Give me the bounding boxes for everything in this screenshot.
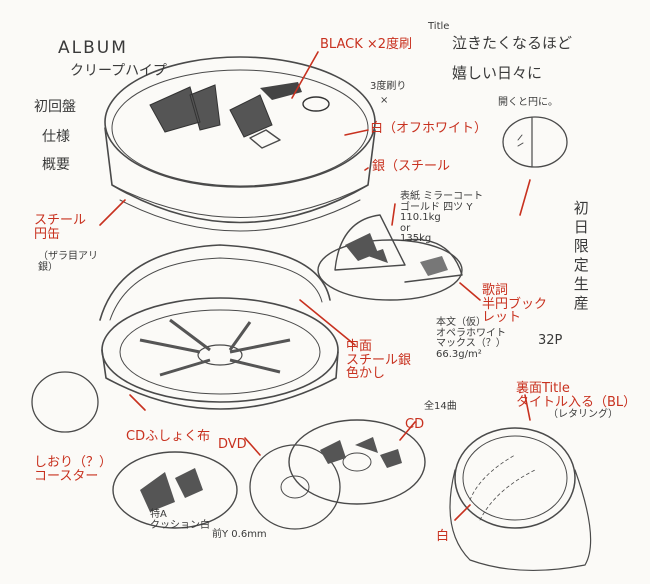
circle-disc-illustration <box>502 116 568 168</box>
steel-can-label: スチール 円缶 <box>34 213 87 242</box>
song-count: 全14曲 <box>424 401 457 412</box>
album-title-line-2: 嬉しい日々に <box>452 64 543 82</box>
cd-tray-label: CDふしょく布 <box>126 429 211 444</box>
lyrics-booklet-illustration <box>317 214 463 301</box>
closed-tin-illustration <box>104 56 376 232</box>
mid-plate-label: 中面 スチール銀 色かし <box>346 339 412 382</box>
dvd-label: DVD <box>218 437 247 452</box>
cushion-note: 特A クッション白 <box>150 509 210 531</box>
annotation-leader-lines <box>99 51 531 521</box>
disc-illustrations <box>249 419 426 530</box>
circle-note: 開くと円に。 <box>498 97 558 108</box>
cover-paper-note: 表紙 ミラーコート ゴールド 四ツ Y 110.1kg or 135kg <box>400 191 484 244</box>
spec-heading-1: 初回盤 <box>34 99 76 115</box>
album-label: ALBUM <box>58 38 128 58</box>
limited-edition-vertical: 初日限定生産 <box>571 200 590 314</box>
white-label: 白（オフホワイト） <box>370 121 488 136</box>
lettering-note: （レタリング） <box>548 409 618 420</box>
body-paper-note: 本文（仮） オペラホワイト マックス（？） 66.3g/m² <box>436 317 506 360</box>
lyrics-booklet-label: 歌詞 半円ブック レット <box>482 283 548 326</box>
coaster-illustration <box>31 371 99 433</box>
steel-can-note: （ザラ目アリ 銀） <box>38 251 98 273</box>
times-mark: × <box>380 95 389 106</box>
back-title-label: 裏面Title タイトル入る（BL） <box>516 381 637 410</box>
white-short-label: 白 <box>436 529 450 544</box>
spec-heading-3: 概要 <box>42 157 70 173</box>
hand-tin-illustration <box>449 427 592 572</box>
album-title-line-1: 泣きたくなるほど <box>452 34 573 52</box>
cd-label: CD <box>405 417 425 432</box>
spec-heading-2: 仕様 <box>42 129 70 145</box>
silver-label: 銀（スチール <box>372 159 451 174</box>
title-tag: Title <box>428 21 450 32</box>
thickness-note: 前Y 0.6mm <box>212 529 267 540</box>
three-color-print: 3度刷り <box>370 81 407 92</box>
bookmark-illustration <box>112 451 238 529</box>
bookmark-label: しおり（？） コースター <box>34 455 113 484</box>
open-tin-illustration <box>99 244 339 410</box>
page-count: 32P <box>538 333 563 348</box>
artist-name: クリープハイプ <box>70 63 167 79</box>
black-print-label: BLACK ×2度刷 <box>320 37 413 52</box>
